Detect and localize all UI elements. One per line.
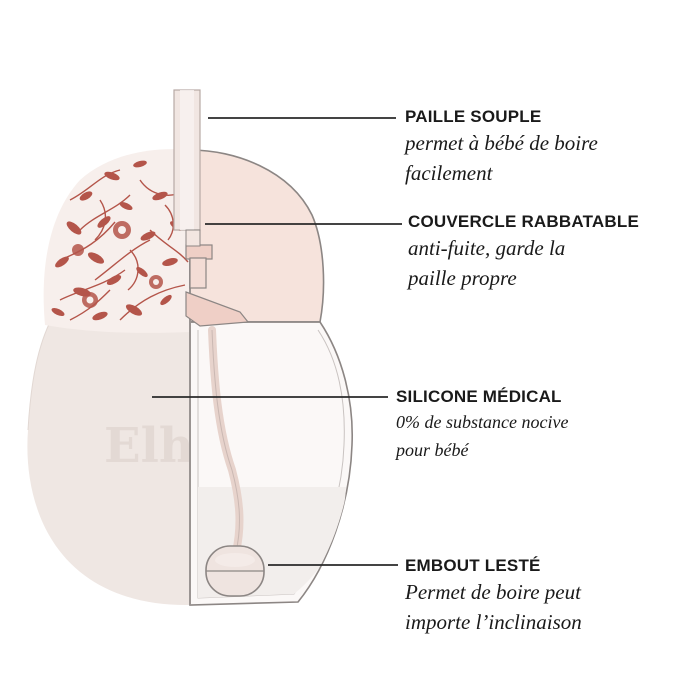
cup-body-left-half	[27, 318, 190, 606]
callout-desc-line: Permet de boire peut	[405, 580, 581, 604]
callout-straw: PAILLE SOUPLE permet à bébé de boire fac…	[405, 106, 685, 188]
callout-desc-line: permet à bébé de boire	[405, 131, 598, 155]
callout-desc-line: 0% de substance nocive	[396, 412, 569, 432]
callout-title: SILICONE MÉDICAL	[396, 387, 562, 406]
toile-floral-pattern	[51, 160, 189, 321]
embossed-logo: Elh	[104, 418, 194, 474]
callout-title: COUVERCLE RABBATABLE	[408, 212, 639, 231]
transparent-lid-right-half	[189, 149, 325, 323]
callout-desc-line: importe l’inclinaison	[405, 610, 582, 634]
weighted-tip	[205, 545, 265, 597]
callout-weighted-tip: EMBOUT LESTÉ Permet de boire peut import…	[405, 555, 685, 637]
straw-valve	[185, 244, 213, 260]
callout-lid: COUVERCLE RABBATABLE anti-fuite, garde l…	[408, 211, 688, 293]
callout-desc-line: pour bébé	[396, 440, 469, 460]
callout-desc-line: facilement	[405, 161, 493, 185]
callout-title: PAILLE SOUPLE	[405, 107, 542, 126]
flip-lid-hinge	[185, 291, 250, 327]
callout-desc-line: anti-fuite, garde la	[408, 236, 566, 260]
callout-desc-line: paille propre	[408, 266, 517, 290]
callout-title: EMBOUT LESTÉ	[405, 556, 541, 575]
callout-silicone: SILICONE MÉDICAL 0% de substance nocive …	[396, 386, 676, 464]
